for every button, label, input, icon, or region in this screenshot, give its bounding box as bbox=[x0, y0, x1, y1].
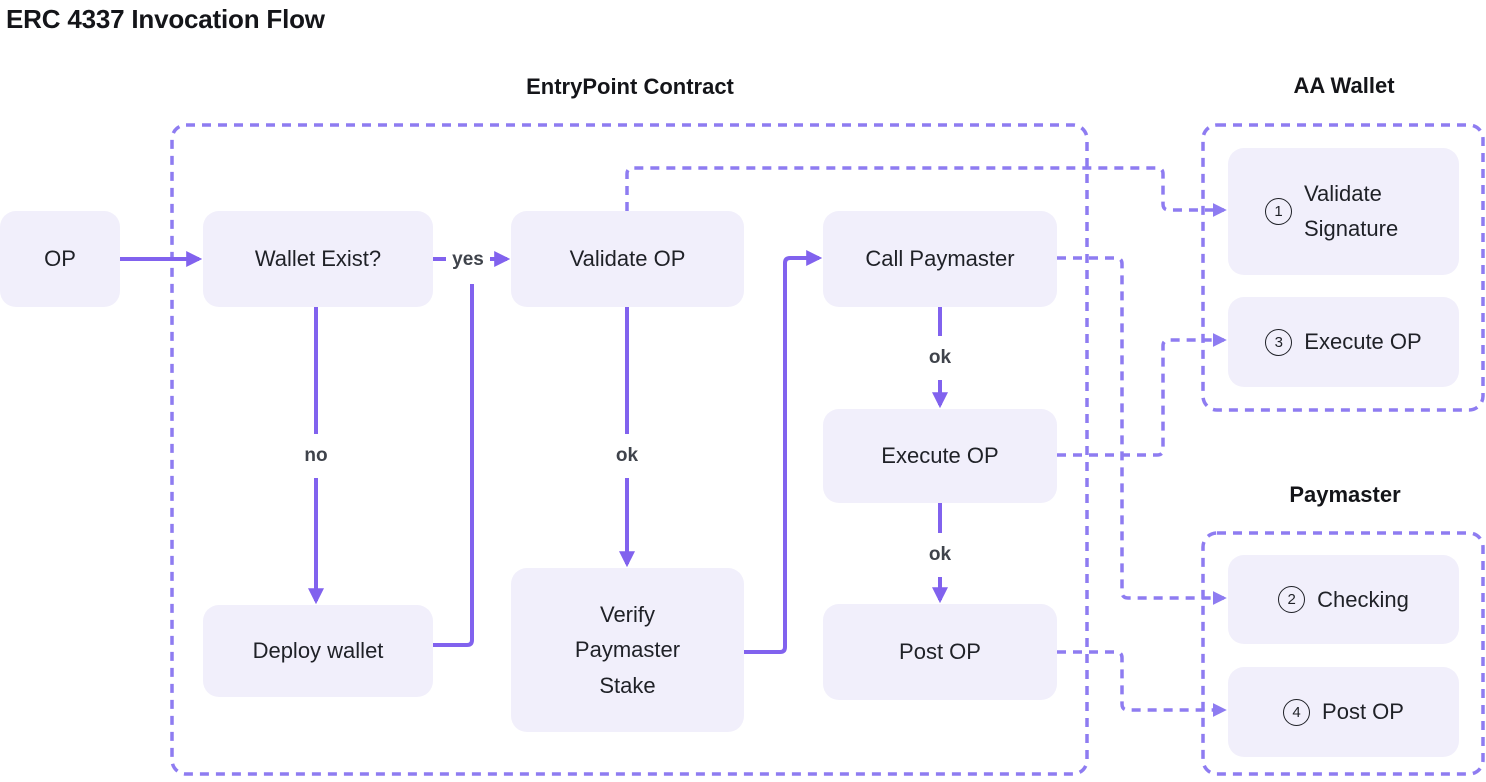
node-pm-checking-label: Checking bbox=[1317, 586, 1409, 612]
node-validate-op-label: Validate OP bbox=[569, 246, 686, 272]
node-post-op: Post OP bbox=[823, 604, 1057, 700]
node-verify-paymaster-stake: Verify Paymaster Stake bbox=[511, 568, 744, 732]
entrypoint-contract-label: EntryPoint Contract bbox=[526, 74, 734, 99]
connector-call-paymaster-to-checking bbox=[1057, 256, 1227, 605]
node-execute-op: Execute OP bbox=[823, 409, 1057, 503]
circled-number-2: 2 bbox=[1278, 586, 1306, 613]
node-pm-post-op: 4 Post OP bbox=[1228, 667, 1459, 757]
node-deploy-wallet: Deploy wallet bbox=[203, 605, 433, 697]
node-validate-op: Validate OP bbox=[511, 211, 744, 307]
node-deploy-wallet-label: Deploy wallet bbox=[252, 638, 384, 664]
edge-label-ok-execute: ok bbox=[918, 533, 962, 577]
line-deploy-wallet-to-yes-path bbox=[433, 284, 474, 647]
node-aa-execute-op-label: Execute OP bbox=[1304, 329, 1422, 355]
connector-execute-op-to-aa-execute-op bbox=[1057, 333, 1227, 457]
edge-label-yes: yes bbox=[446, 238, 490, 282]
page-title: ERC 4337 Invocation Flow bbox=[6, 4, 325, 34]
paymaster-label: Paymaster bbox=[1289, 482, 1401, 507]
node-call-paymaster: Call Paymaster bbox=[823, 211, 1057, 307]
circled-number-3: 3 bbox=[1265, 328, 1293, 356]
node-call-paymaster-label: Call Paymaster bbox=[865, 246, 1015, 272]
aa-wallet-container-border bbox=[1201, 123, 1485, 412]
circled-number-4: 4 bbox=[1283, 698, 1311, 726]
edge-label-no: no bbox=[294, 434, 338, 478]
aa-wallet-label: AA Wallet bbox=[1293, 73, 1395, 98]
connector-validate-op-to-validate-signature bbox=[625, 166, 1227, 217]
entrypoint-container-border bbox=[170, 123, 1089, 776]
node-wallet-exist-label: Wallet Exist? bbox=[254, 246, 382, 272]
node-wallet-exist: Wallet Exist? bbox=[203, 211, 433, 307]
node-aa-validate-signature: 1 Validate Signature bbox=[1228, 148, 1459, 275]
node-execute-op-label: Execute OP bbox=[881, 443, 999, 469]
node-op: OP bbox=[0, 211, 120, 307]
node-verify-paymaster-stake-label: Verify Paymaster Stake bbox=[574, 602, 681, 698]
circled-number-1: 1 bbox=[1265, 198, 1292, 225]
node-pm-checking: 2 Checking bbox=[1228, 555, 1459, 644]
connector-post-op-to-pm-post-op bbox=[1057, 650, 1227, 717]
node-post-op-label: Post OP bbox=[899, 639, 981, 665]
node-pm-post-op-label: Post OP bbox=[1322, 699, 1404, 725]
node-aa-validate-signature-label: Validate Signature bbox=[1304, 181, 1399, 241]
edge-label-ok-validate: ok bbox=[605, 434, 649, 478]
node-op-label: OP bbox=[44, 246, 76, 272]
node-aa-execute-op: 3 Execute OP bbox=[1228, 297, 1459, 387]
edge-label-ok-call-paymaster: ok bbox=[918, 336, 962, 380]
arrow-verify-stake-to-call-paymaster bbox=[744, 250, 823, 654]
